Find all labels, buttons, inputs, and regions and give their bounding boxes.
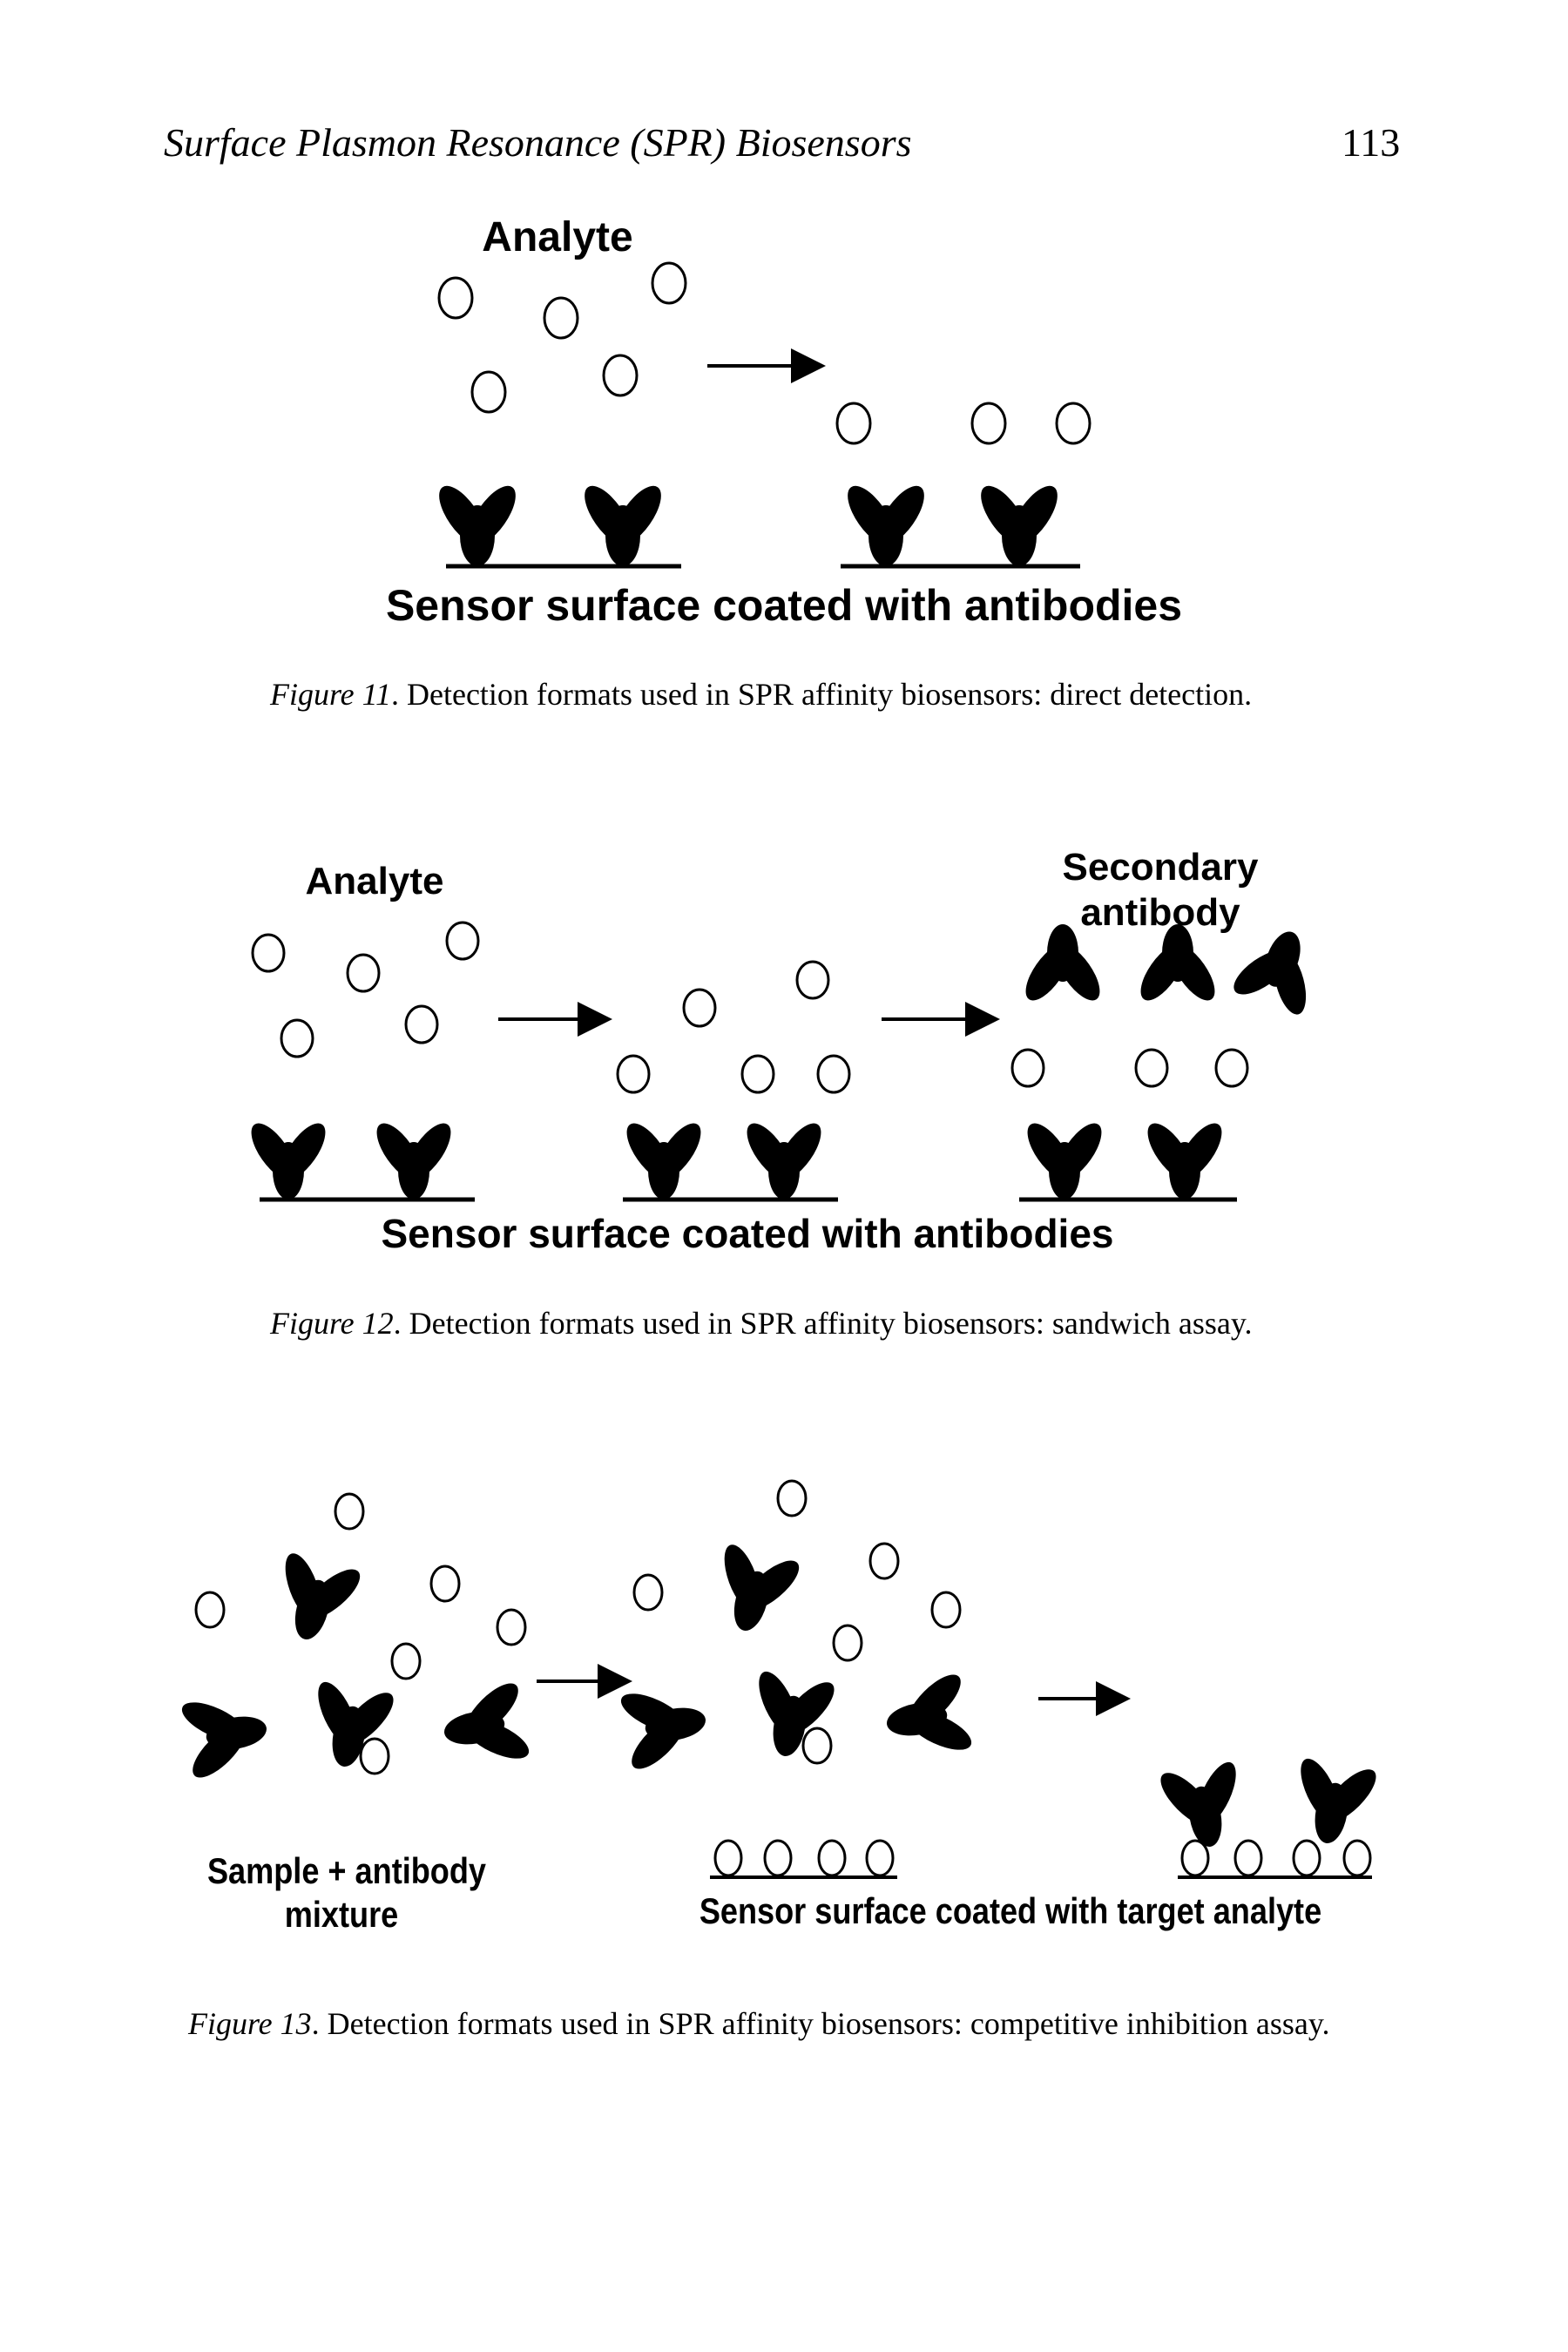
fig13-surface-analytes-2: [1180, 1839, 1372, 1877]
figure-12-diagram: Analyte Secondary antibody Sensor: [243, 846, 1335, 1256]
fig11-antibody: [972, 478, 1066, 566]
fig12-secondary-label-line1: Secondary: [1063, 846, 1260, 889]
fig12-antibody: [739, 1116, 829, 1200]
fig11-analyte-label: Analyte: [482, 214, 632, 260]
fig13-stage2-antibodies: [612, 1534, 981, 1780]
fig13-mixture-antibodies: [172, 1543, 538, 1788]
fig12-antibody: [1019, 1116, 1110, 1200]
fig13-mixture-analytes: [194, 1492, 527, 1775]
fig12-analyte-label: Analyte: [306, 860, 444, 902]
fig12-secondary-label-line2: antibody: [1080, 891, 1240, 934]
fig12-antibody: [243, 1116, 334, 1200]
fig11-bound-analytes: [835, 402, 1092, 445]
figure-12-caption-text: . Detection formats used in SPR affinity…: [393, 1306, 1253, 1341]
fig12-surface-label: Sensor surface coated with antibodies: [382, 1211, 1114, 1256]
figure-11-caption: Figure 11. Detection formats used in SPR…: [270, 676, 1252, 713]
page-number: 113: [1342, 120, 1401, 165]
running-header-title: Surface Plasmon Resonance (SPR) Biosenso…: [164, 120, 912, 165]
fig11-antibody: [576, 478, 670, 566]
fig13-surface-analytes-1: [713, 1839, 895, 1877]
fig11-antibody: [839, 478, 933, 566]
figure-12-caption-label: Figure 12: [270, 1306, 394, 1341]
figure-13-caption-text: . Detection formats used in SPR affinity…: [311, 2006, 1330, 2041]
figure-11-diagram: Analyte Sensor surface coated with antib…: [386, 214, 1182, 630]
figure-11-caption-text: . Detection formats used in SPR affinity…: [390, 677, 1253, 712]
fig12-antibody: [1139, 1116, 1230, 1200]
figure-12-caption: Figure 12. Detection formats used in SPR…: [270, 1305, 1253, 1342]
figure-13-diagram: Sample + antibody mixture Sensor surface…: [172, 1479, 1387, 1936]
fig11-free-analytes: [437, 261, 687, 414]
figure-11-caption-label: Figure 11: [270, 677, 391, 712]
fig12-stage2-free-analytes: [682, 960, 830, 1028]
fig12-antibody: [368, 1116, 459, 1200]
fig12-free-analytes: [251, 921, 480, 1058]
fig12-secondary-antibodies: [1017, 916, 1335, 1026]
fig11-surface-label: Sensor surface coated with antibodies: [386, 581, 1182, 630]
fig13-surface-label: Sensor surface coated with target analyt…: [700, 1892, 1321, 1932]
fig12-bound-analytes: [616, 1054, 851, 1094]
fig13-bound-antibodies: [1150, 1749, 1387, 1855]
figure-13-caption: Figure 13. Detection formats used in SPR…: [188, 2005, 1330, 2042]
figure-13-caption-label: Figure 13: [188, 2006, 312, 2041]
fig13-sample-label-line1: Sample + antibody: [207, 1852, 486, 1892]
fig12-antibody: [618, 1116, 709, 1200]
fig11-antibody: [430, 478, 524, 566]
fig12-sandwiched-analytes: [1010, 1048, 1249, 1088]
fig13-sample-label-line2: mixture: [285, 1896, 398, 1936]
fig13-stage2-analytes: [632, 1479, 962, 1765]
